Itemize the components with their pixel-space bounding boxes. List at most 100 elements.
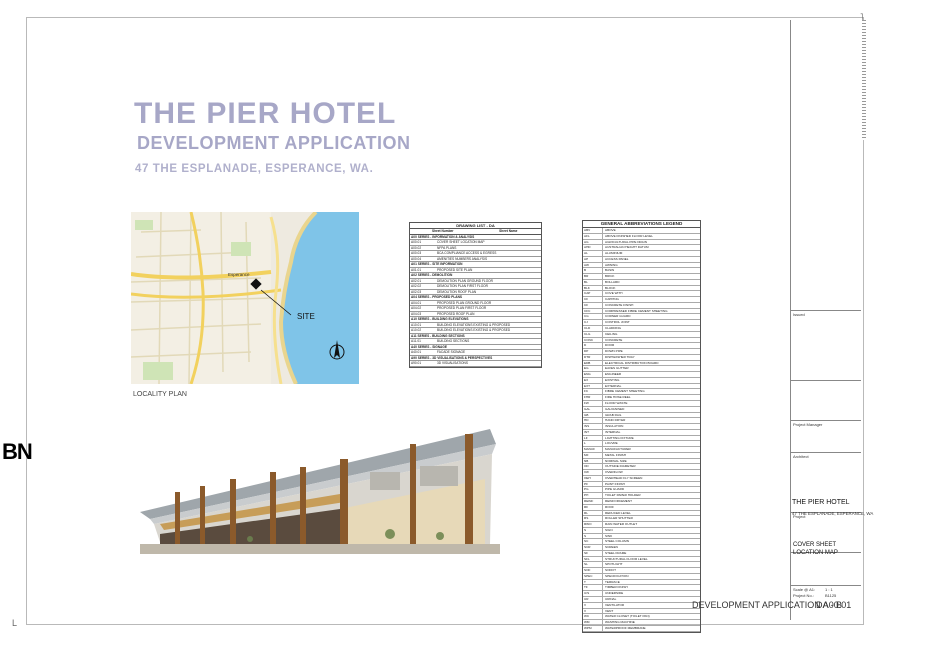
- sheet-number: A10.01: [411, 322, 422, 327]
- site-address: 47 THE ESPLANADE, ESPERANCE, WA.: [135, 163, 374, 175]
- crop-mark-top-right: ˥: [860, 12, 864, 22]
- abbreviation-meaning: BLOCK: [605, 285, 616, 290]
- abbreviation-code: LF: [583, 435, 603, 441]
- sheet-number: A11 SERIES - BUILDING SECTIONS: [411, 333, 465, 338]
- abbreviation-code: REINF: [583, 498, 603, 504]
- abbreviation-meaning: NOMINAL SIZE: [605, 458, 627, 463]
- abbreviation-code: D: [583, 343, 603, 349]
- sheet-title: BCA COMPLIANCE ACCESS & EGRESS: [437, 251, 497, 255]
- abbreviation-meaning: VENTILATOR: [605, 602, 625, 607]
- abbreviation-meaning: WASHING MACHINE: [605, 620, 635, 625]
- drawing-list-header: Sheet Number Sheet Name: [410, 229, 541, 235]
- footer-revision-code: DA - B: [816, 600, 843, 610]
- abbreviation-meaning: SINK: [605, 533, 613, 538]
- abbreviation-code: FC: [583, 389, 603, 395]
- abbreviation-code: RL: [583, 510, 603, 516]
- abbreviation-meaning: SPECIFICATION: [605, 573, 629, 578]
- abbreviation-meaning: ABOVE FINISHED FLOOR LEVEL: [605, 233, 653, 238]
- sheet-number: A02 SERIES - DEMOLITION: [411, 273, 453, 277]
- drawing-list-section: A04 SERIES - PROPOSED PLANS: [410, 295, 541, 301]
- abbreviation-meaning: SOFFIT: [605, 568, 616, 573]
- drawing-sheet-border: [26, 17, 864, 625]
- abbreviation-code: SL: [583, 562, 603, 568]
- scale-label: Scale @ A1:: [793, 587, 816, 592]
- sheet-number: A04 SERIES - PROPOSED PLANS: [411, 295, 463, 299]
- abbreviation-code: AL: [583, 251, 603, 256]
- abbreviation-code: AG: [583, 239, 603, 245]
- sheet-name-line-2: LOCATION MAP: [793, 550, 838, 556]
- abbreviation-meaning: SIGN: [605, 527, 613, 532]
- abbreviation-code: RS: [583, 516, 603, 522]
- abbreviation-meaning: CLADDING: [605, 326, 621, 331]
- abbreviation-meaning: FLOOR WASTE: [605, 400, 628, 405]
- sheet-number: A01 SERIES - SITE INFORMATION: [411, 262, 463, 266]
- abbreviation-meaning: GALVANISED: [605, 406, 625, 411]
- locality-map-graphic: [131, 212, 359, 384]
- abbreviation-code: PG: [583, 487, 603, 493]
- abbreviation-meaning: CONCRETE FINISH: [605, 302, 634, 307]
- sheet-number: A02.01: [411, 278, 422, 283]
- footer-sheet-number: A00.01: [822, 600, 852, 610]
- sheet-title: COVER SHEET LOCATION MAP: [437, 240, 485, 244]
- abbreviation-code: CFC: [583, 308, 603, 314]
- abbreviation-code: CLG: [583, 331, 603, 337]
- architect-label: Architect: [793, 454, 809, 459]
- sheet-number: A04.02: [411, 306, 422, 310]
- abbreviation-meaning: CAPPING: [605, 297, 619, 302]
- abbreviation-meaning: FIBRE CEMENT SHEETING: [605, 389, 645, 394]
- abbreviation-meaning: OUTSIDE DIAMETER: [605, 464, 636, 469]
- abbreviation-meaning: DOWN PIPE: [605, 349, 623, 354]
- scale-value: 1 : 1: [825, 587, 833, 592]
- abbreviations-title: GENERAL ABBREVIATIONS LEGEND: [583, 221, 700, 228]
- drawing-list-section: A02 SERIES - DEMOLITION: [410, 273, 541, 279]
- project-no-label: Project No.:: [793, 593, 814, 598]
- abbreviation-meaning: EXISTING: [605, 377, 620, 382]
- abbreviation-meaning: ALUMINIUM: [605, 251, 623, 256]
- abbreviation-code: OD: [583, 464, 603, 470]
- sheet-number: A02.03: [411, 289, 422, 294]
- abbreviation-code: SPEC: [583, 573, 603, 579]
- drawing-list-section: A11 SERIES - BUILDING SECTIONS: [410, 333, 541, 339]
- sheet-number: A04.01: [411, 300, 422, 305]
- footer-label-text: DEVELOPMENT APPLICATION: [692, 600, 821, 610]
- abbreviation-code: WM: [583, 620, 603, 625]
- abbreviation-code: CLD: [583, 326, 603, 331]
- abbreviation-meaning: RAIN WATER OUTLET: [605, 522, 638, 527]
- drawing-list-section: A10 SERIES - BUILDING ELEVATIONS: [410, 317, 541, 323]
- abbreviation-meaning: TERRACE: [605, 579, 620, 584]
- sheet-number: A90.01: [411, 361, 422, 365]
- project-no-value: B1125: [825, 593, 837, 598]
- abbreviation-meaning: COVE WITH: [605, 291, 623, 296]
- abbreviation-meaning: EXTERNAL: [605, 383, 622, 388]
- map-town-label: Esperance: [228, 272, 250, 277]
- abbreviation-meaning: BASIN: [605, 268, 615, 273]
